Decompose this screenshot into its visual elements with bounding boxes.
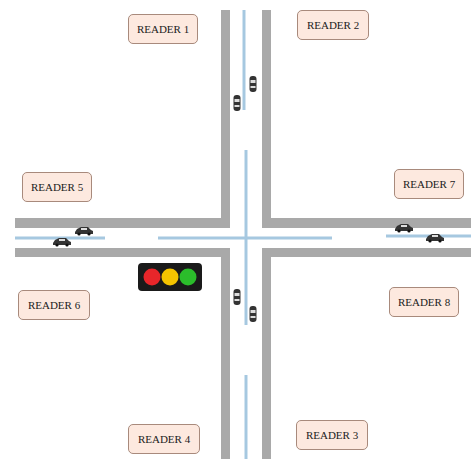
reader-box: READER 1 [128, 14, 198, 44]
reader-label: READER 6 [28, 299, 80, 311]
lane-line [15, 10, 471, 459]
reader-box: READER 7 [394, 169, 464, 199]
reader-box: READER 2 [297, 10, 369, 40]
reader-box: READER 3 [296, 420, 368, 450]
reader-label: READER 5 [31, 181, 83, 193]
car [53, 76, 444, 322]
reader-box: READER 6 [18, 290, 90, 320]
reader-label: READER 2 [307, 19, 359, 31]
reader-label: READER 3 [306, 429, 358, 441]
reader-label: READER 1 [137, 23, 189, 35]
road-edge [15, 10, 471, 459]
reader-box: READER 5 [22, 172, 92, 202]
reader-label: READER 8 [398, 296, 450, 308]
reader-box: READER 8 [389, 287, 459, 317]
reader-box: READER 4 [128, 424, 200, 454]
reader-label: READER 4 [138, 433, 190, 445]
traffic-light [138, 263, 202, 291]
reader-label: READER 7 [403, 178, 455, 190]
